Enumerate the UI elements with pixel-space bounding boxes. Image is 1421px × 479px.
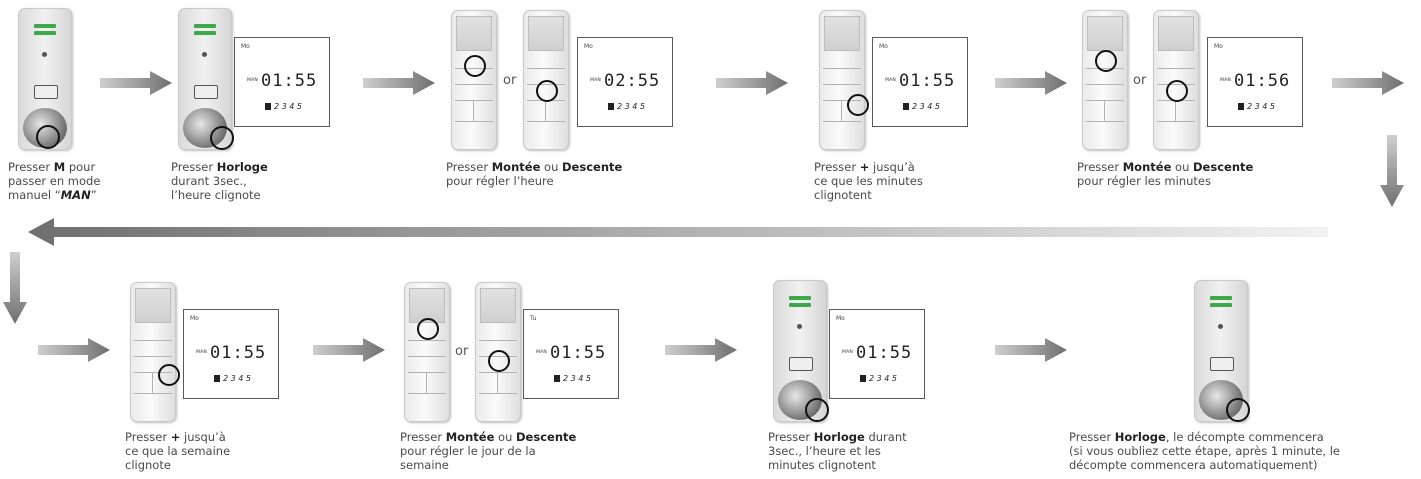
step5-lcd: Mo MAN 01:56 2 3 4 5	[1207, 37, 1303, 127]
step7-remote-a	[404, 282, 450, 422]
lcd-mode: MAN	[1220, 78, 1231, 83]
step3-lcd: Mo MAN 02:55 2 3 4 5	[577, 37, 673, 127]
arrow-down-icon	[1380, 135, 1404, 207]
arrow-right-icon	[100, 71, 172, 95]
arrow-down-icon	[3, 252, 27, 324]
lcd-day: Mo	[1214, 43, 1223, 50]
led-indicator	[34, 24, 56, 28]
lcd-day: Mo	[190, 315, 199, 322]
step4-caption: Presser + jusqu’à ce que les minutes cli…	[814, 160, 923, 202]
step8-lcd: Mo MAN 01:55 2 3 4 5	[829, 309, 925, 399]
step5-remote-b	[1153, 10, 1199, 150]
step4-lcd: Mo MAN 01:55 2 3 4 5	[872, 37, 968, 127]
step9-remote-open	[1194, 280, 1250, 422]
down-button-highlight	[488, 350, 510, 372]
led-indicator	[1210, 303, 1232, 307]
arrow-right-icon	[38, 338, 110, 362]
step1-caption: Presser M pour passer en mode manuel “MA…	[8, 160, 101, 202]
plus-button-highlight	[158, 364, 180, 386]
lcd-weekdays: 2 3 4 5	[265, 102, 302, 111]
lcd-day: Mo	[584, 43, 593, 50]
step6-remote	[130, 282, 180, 422]
lcd-time: 02:55	[604, 71, 661, 91]
lcd-weekdays: 2 3 4 5	[1238, 102, 1275, 111]
lcd-mode: MAN	[247, 78, 258, 83]
arrow-right-icon	[665, 338, 737, 362]
lcd-time: 01:55	[856, 343, 913, 363]
step7-lcd: Tu MAN 01:55 2 3 4 5	[523, 309, 619, 399]
step3-remote-a	[451, 10, 497, 150]
step9-caption: Presser Horloge, le décompte commencera …	[1069, 430, 1341, 472]
sensor-dot	[42, 52, 47, 57]
led-indicator	[194, 24, 216, 28]
lcd-time: 01:55	[261, 71, 318, 91]
lcd-weekdays: 2 3 4 5	[214, 374, 251, 383]
lcd-mode: MAN	[842, 350, 853, 355]
clock-button-highlight	[210, 126, 234, 150]
arrow-right-icon	[313, 338, 385, 362]
plus-button-highlight	[847, 94, 869, 116]
led-indicator	[194, 31, 216, 35]
contact-icon	[1210, 357, 1234, 371]
arrow-right-icon	[363, 71, 435, 95]
contact-icon	[789, 357, 813, 371]
step2-lcd: Mo MAN 01:55 2 3 4 5	[234, 37, 330, 127]
down-button-highlight	[1166, 80, 1188, 102]
lcd-time: 01:55	[210, 343, 267, 363]
lcd-mode: MAN	[536, 350, 547, 355]
step7-caption: Presser Montée ou Descente pour régler l…	[400, 430, 577, 472]
led-indicator	[1210, 296, 1232, 300]
step6-lcd: Mo MAN 01:55 2 3 4 5	[183, 309, 279, 399]
clock-button-highlight	[1226, 398, 1250, 422]
up-button-highlight	[1095, 50, 1117, 72]
lcd-time: 01:55	[899, 71, 956, 91]
step8-remote-open	[773, 280, 829, 422]
lcd-day: Mo	[879, 43, 888, 50]
step3-remote-b	[523, 10, 569, 150]
lcd-mode: MAN	[885, 78, 896, 83]
step7-remote-b	[475, 282, 521, 422]
up-button-highlight	[464, 55, 486, 77]
step2-remote-open	[178, 8, 234, 150]
step1-remote-open	[18, 8, 72, 150]
lcd-weekdays: 2 3 4 5	[608, 102, 645, 111]
step3-caption: Presser Montée ou Descente pour régler l…	[446, 160, 623, 188]
lcd-mode: MAN	[590, 78, 601, 83]
sensor-dot	[797, 324, 802, 329]
or-label: or	[503, 73, 517, 88]
clock-button-highlight	[805, 398, 829, 422]
lcd-day: Mo	[241, 43, 250, 50]
lcd-weekdays: 2 3 4 5	[860, 374, 897, 383]
sensor-dot	[1218, 324, 1223, 329]
arrow-right-icon	[995, 338, 1067, 362]
step6-caption: Presser + jusqu’à ce que la semaine clig…	[125, 430, 231, 472]
step2-caption: Presser Horloge durant 3sec., l’heure cl…	[171, 160, 268, 202]
up-button-highlight	[417, 318, 439, 340]
contact-icon	[194, 85, 218, 99]
contact-icon	[34, 85, 58, 99]
lcd-day: Mo	[836, 315, 845, 322]
step5-remote-a	[1082, 10, 1128, 150]
led-indicator	[789, 303, 811, 307]
led-indicator	[789, 296, 811, 300]
step8-caption: Presser Horloge durant 3sec., l’heure et…	[768, 430, 907, 472]
lcd-day: Tu	[530, 315, 537, 322]
step5-caption: Presser Montée ou Descente pour régler l…	[1077, 160, 1254, 188]
arrow-right-icon	[995, 71, 1067, 95]
lcd-time: 01:55	[550, 343, 607, 363]
lcd-weekdays: 2 3 4 5	[554, 374, 591, 383]
down-button-highlight	[536, 80, 558, 102]
step4-remote	[819, 10, 869, 150]
lcd-time: 01:56	[1234, 71, 1291, 91]
or-label: or	[1133, 73, 1147, 88]
arrow-right-icon	[1332, 71, 1404, 95]
lcd-weekdays: 2 3 4 5	[903, 102, 940, 111]
arrow-right-icon	[716, 71, 788, 95]
sensor-dot	[202, 52, 207, 57]
m-button-highlight	[36, 125, 60, 149]
led-indicator	[34, 31, 56, 35]
lcd-mode: MAN	[196, 350, 207, 355]
or-label: or	[455, 344, 469, 359]
arrow-left-return-icon	[28, 218, 1328, 246]
